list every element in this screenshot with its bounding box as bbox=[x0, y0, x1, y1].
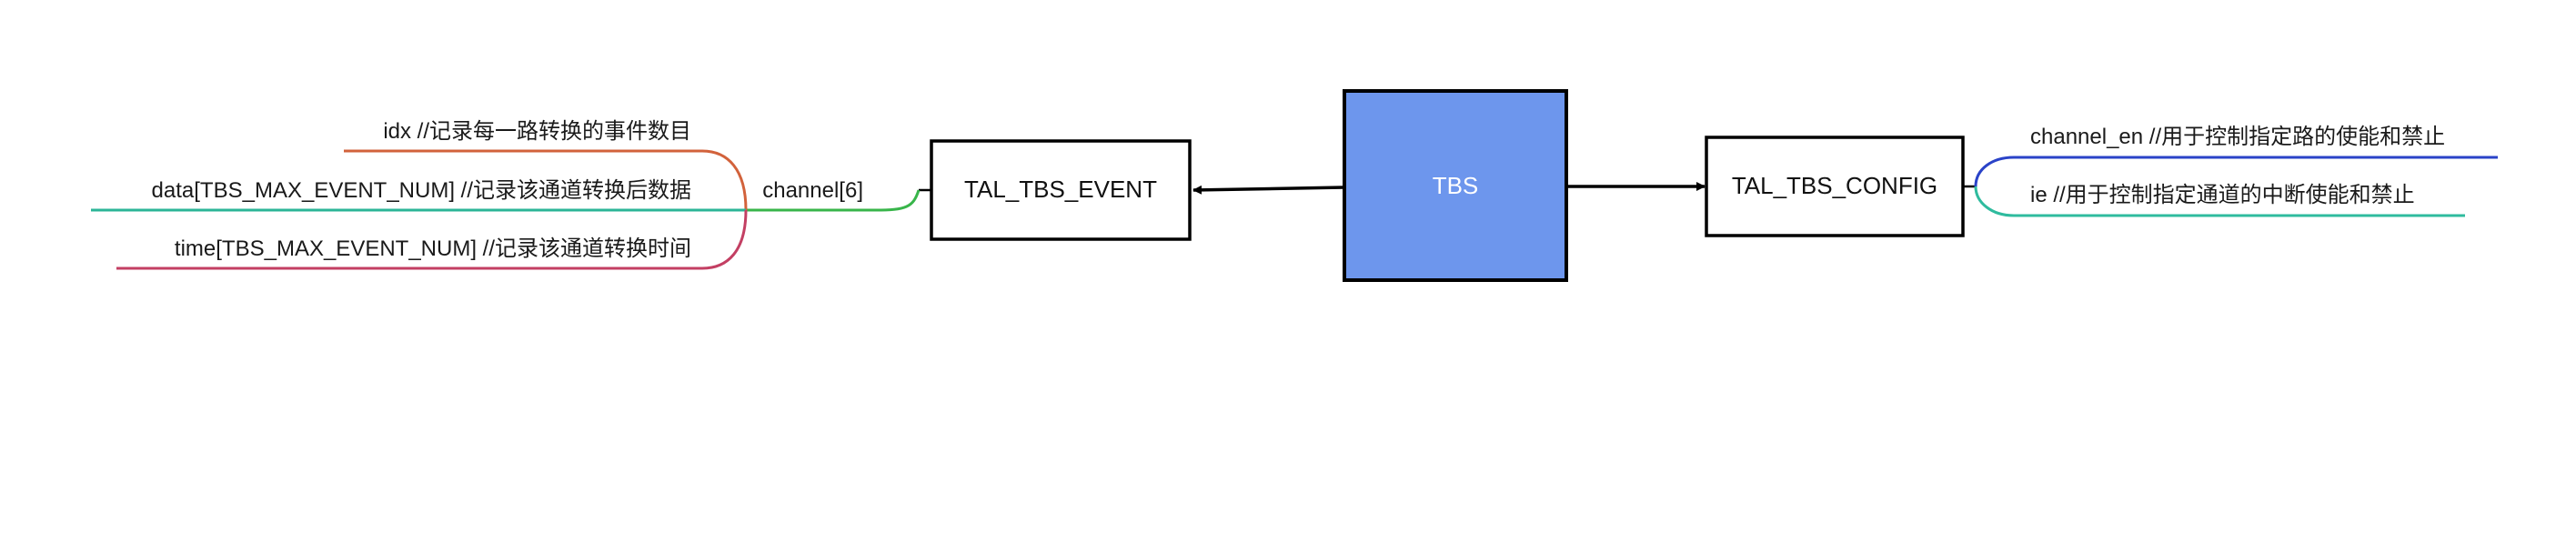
time-branch-line bbox=[116, 209, 748, 270]
idx-field-label: idx //记录每一路转换的事件数目 bbox=[383, 119, 691, 144]
ie-branch-line bbox=[1974, 186, 2465, 217]
channel-branch-line bbox=[746, 189, 921, 212]
tal-tbs-event-node[interactable]: TAL_TBS_EVENT bbox=[930, 139, 1192, 241]
tbs-box bbox=[1343, 89, 1568, 282]
tal-tbs-event-box bbox=[930, 139, 1192, 241]
channel-field-label: channel[6] bbox=[762, 178, 863, 203]
channel-en-field-label: channel_en //用于控制指定路的使能和禁止 bbox=[2030, 125, 2445, 149]
tbs-label: TBS bbox=[1433, 172, 1479, 199]
tal-tbs-config-box bbox=[1705, 136, 1965, 237]
idx-branch-line bbox=[344, 149, 748, 211]
tbs-root-node[interactable]: TBS bbox=[1343, 89, 1568, 282]
tal-tbs-event-label: TAL_TBS_EVENT bbox=[964, 176, 1157, 203]
tal-tbs-config-label: TAL_TBS_CONFIG bbox=[1732, 172, 1937, 199]
channel-en-branch-line bbox=[1974, 156, 2498, 187]
tbs-to-event-arrow bbox=[1192, 185, 1345, 195]
tal-tbs-config-node[interactable]: TAL_TBS_CONFIG bbox=[1705, 136, 1965, 237]
ie-field-label: ie //用于控制指定通道的中断使能和禁止 bbox=[2030, 183, 2415, 207]
data-field-label: data[TBS_MAX_EVENT_NUM] //记录该通道转换后数据 bbox=[152, 178, 691, 203]
time-field-label: time[TBS_MAX_EVENT_NUM] //记录该通道转换时间 bbox=[175, 236, 691, 261]
